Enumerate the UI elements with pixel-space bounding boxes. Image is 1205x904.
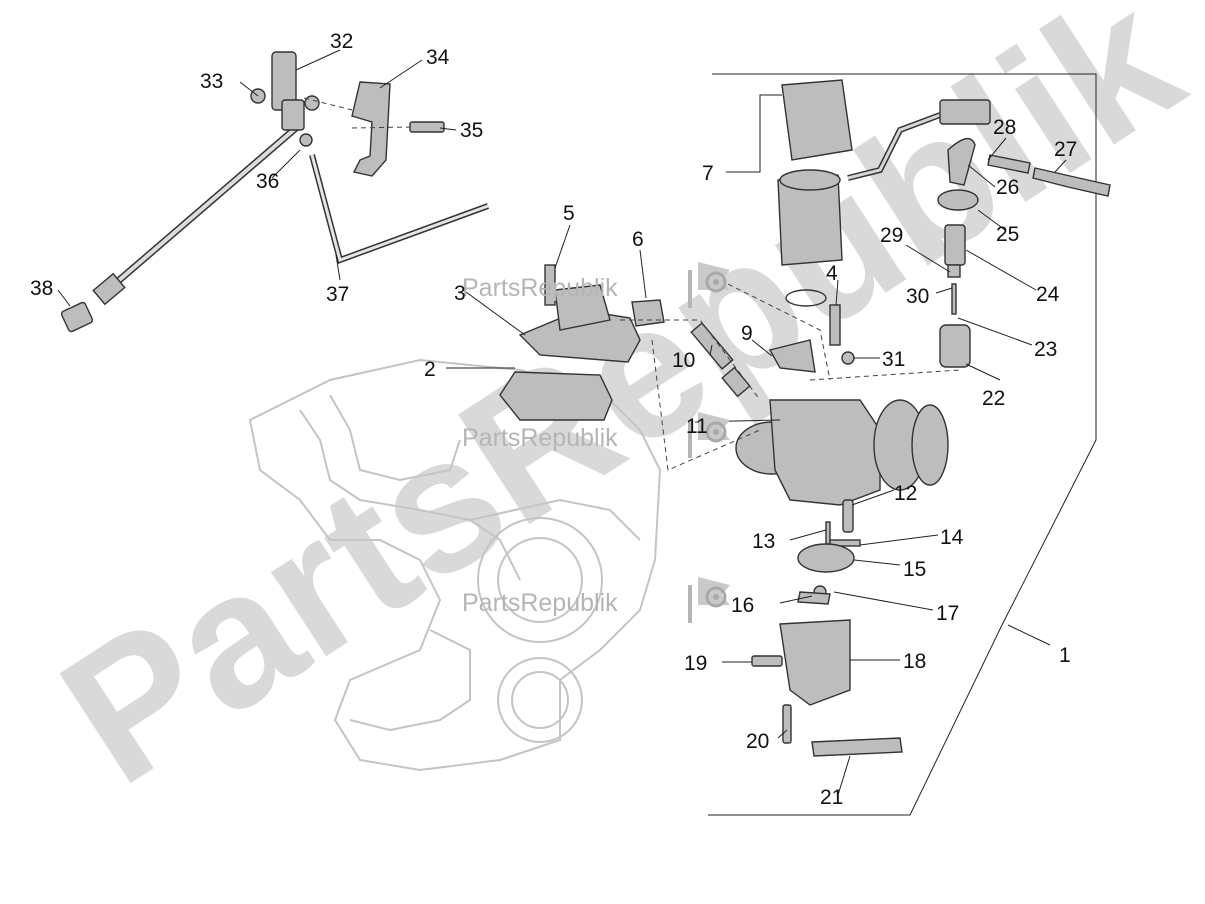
part-26 (987, 154, 1031, 174)
part-24 (944, 224, 966, 266)
float-bowl-parts (751, 499, 903, 757)
callout-15: 15 (903, 558, 926, 581)
part-2 (499, 371, 613, 421)
engine-crankcase (248, 358, 662, 772)
part-9 (768, 339, 816, 373)
part-6 (631, 299, 665, 327)
callout-20: 20 (746, 730, 769, 753)
gear-icon (705, 421, 727, 443)
callout-14: 14 (940, 526, 964, 549)
callout-22: 22 (982, 387, 1005, 410)
carburettor-body (690, 322, 949, 506)
callout-31: 31 (882, 348, 905, 371)
callout-25: 25 (996, 223, 1019, 246)
callout-19: 19 (684, 652, 707, 675)
callout-3: 3 (454, 282, 466, 305)
watermark-small-text-3: PartsRepublik (462, 589, 618, 617)
part-5 (544, 264, 556, 306)
callout-35: 35 (460, 119, 483, 142)
part-20 (782, 704, 792, 744)
callout-6: 6 (632, 228, 644, 251)
callout-26: 26 (996, 176, 1019, 199)
callout-16: 16 (731, 594, 754, 617)
part-27 (1032, 167, 1111, 197)
automatic-choke (777, 79, 991, 307)
callout-11: 11 (686, 415, 708, 438)
part-36 (299, 133, 313, 147)
callout-9: 9 (741, 322, 753, 345)
callout-38: 38 (30, 277, 53, 300)
callout-30: 30 (906, 285, 929, 308)
part-15 (797, 543, 855, 573)
part-22 (939, 324, 971, 368)
slide-parts (829, 137, 1111, 368)
part-4 (829, 304, 841, 346)
kit-frame (708, 73, 1097, 816)
part-25 (937, 189, 979, 211)
watermark-small-3: PartsRepublik (462, 577, 730, 623)
part-31 (841, 351, 855, 365)
part-28 (947, 137, 976, 186)
callout-labels: 1 2 3 4 5 6 7 9 10 11 12 13 14 15 16 17 … (30, 30, 1077, 809)
callout-28: 28 (993, 116, 1016, 139)
callout-10: 10 (672, 349, 695, 372)
watermark-large-text: PartsRepublik (27, 0, 1205, 824)
watermark-large: PartsRepublik (27, 0, 1205, 824)
part-38 (60, 301, 94, 333)
part-23 (951, 283, 957, 315)
watermark-small-1: PartsRepublik (462, 262, 730, 308)
watermark-small-text-1: PartsRepublik (462, 274, 618, 302)
callout-5: 5 (563, 202, 575, 225)
part-18 (779, 619, 851, 706)
part-34 (351, 81, 391, 177)
callout-23: 23 (1034, 338, 1057, 361)
callout-4: 4 (826, 262, 838, 285)
watermark-small-text-2: PartsRepublik (462, 424, 618, 452)
watermark-small-2: PartsRepublik (462, 412, 730, 458)
leader-lines (57, 49, 1067, 796)
callout-7: 7 (702, 162, 714, 185)
part-12 (842, 499, 854, 533)
callout-17: 17 (936, 602, 959, 625)
choke-cable-assembly (60, 51, 490, 333)
callout-32: 32 (330, 30, 353, 53)
callout-21: 21 (820, 786, 843, 809)
gear-icon (705, 271, 727, 293)
callout-27: 27 (1054, 138, 1077, 161)
callout-24: 24 (1036, 283, 1060, 306)
callout-36: 36 (256, 170, 279, 193)
callout-2: 2 (424, 358, 436, 381)
callout-13: 13 (752, 530, 775, 553)
part-35 (409, 121, 445, 133)
part-19 (751, 655, 783, 667)
part-14 (829, 539, 861, 547)
callout-34: 34 (426, 46, 450, 69)
part-29 (947, 264, 961, 278)
callout-37: 37 (326, 283, 349, 306)
gear-icon (705, 586, 727, 608)
part-21 (811, 737, 903, 757)
callout-18: 18 (903, 650, 926, 673)
callout-33: 33 (200, 70, 223, 93)
intake-parts (499, 264, 665, 421)
callout-12: 12 (894, 482, 917, 505)
callout-1: 1 (1059, 644, 1071, 667)
callout-29: 29 (880, 224, 903, 247)
assembly-lines (303, 97, 961, 471)
